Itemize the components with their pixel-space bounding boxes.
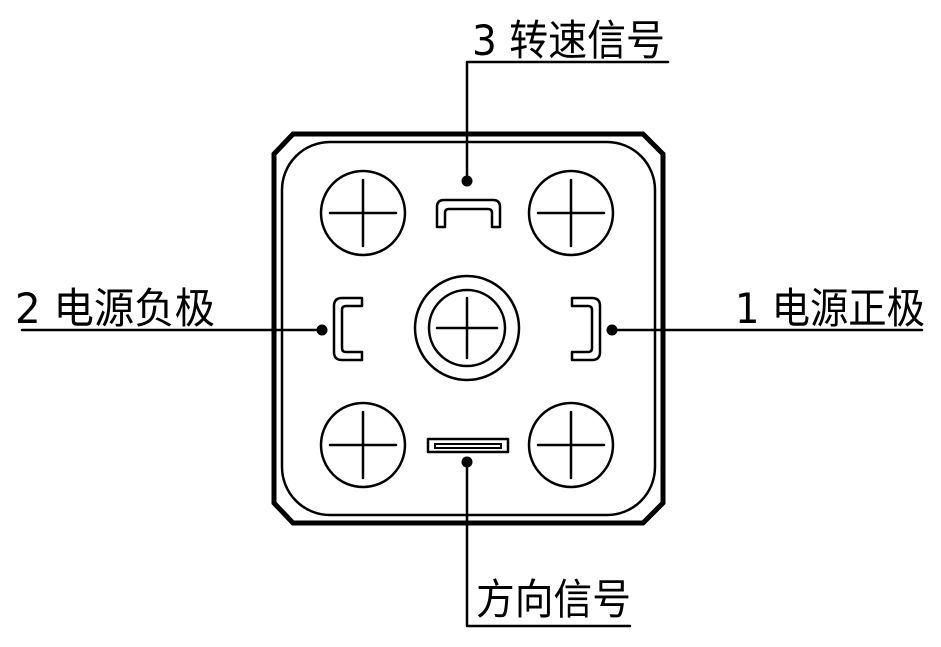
label-pin-3: 3 转速信号 xyxy=(472,16,665,65)
pin-3-contact xyxy=(435,198,502,229)
center-screw xyxy=(413,274,521,382)
pin-2-contact xyxy=(332,296,364,362)
direction-pin-contact xyxy=(426,437,510,454)
label-pin-1: 1 电源正极 xyxy=(735,284,925,333)
leader-pin-1 xyxy=(606,324,924,336)
mounting-hole-bottom-right xyxy=(527,401,615,489)
housing-inner-outline xyxy=(280,140,657,517)
mounting-hole-top-right xyxy=(527,169,615,257)
leader-pin-2 xyxy=(20,324,328,336)
mounting-hole-top-left xyxy=(319,169,407,257)
label-direction: 方向信号 xyxy=(476,575,631,624)
connector-housing xyxy=(271,131,666,526)
label-pin-2: 2 电源负极 xyxy=(15,284,215,333)
mounting-hole-bottom-left xyxy=(319,401,407,489)
leader-pin-3 xyxy=(461,60,670,187)
pin-1-contact xyxy=(570,296,602,362)
housing-outer-outline xyxy=(271,131,666,526)
leader-direction xyxy=(461,456,632,628)
